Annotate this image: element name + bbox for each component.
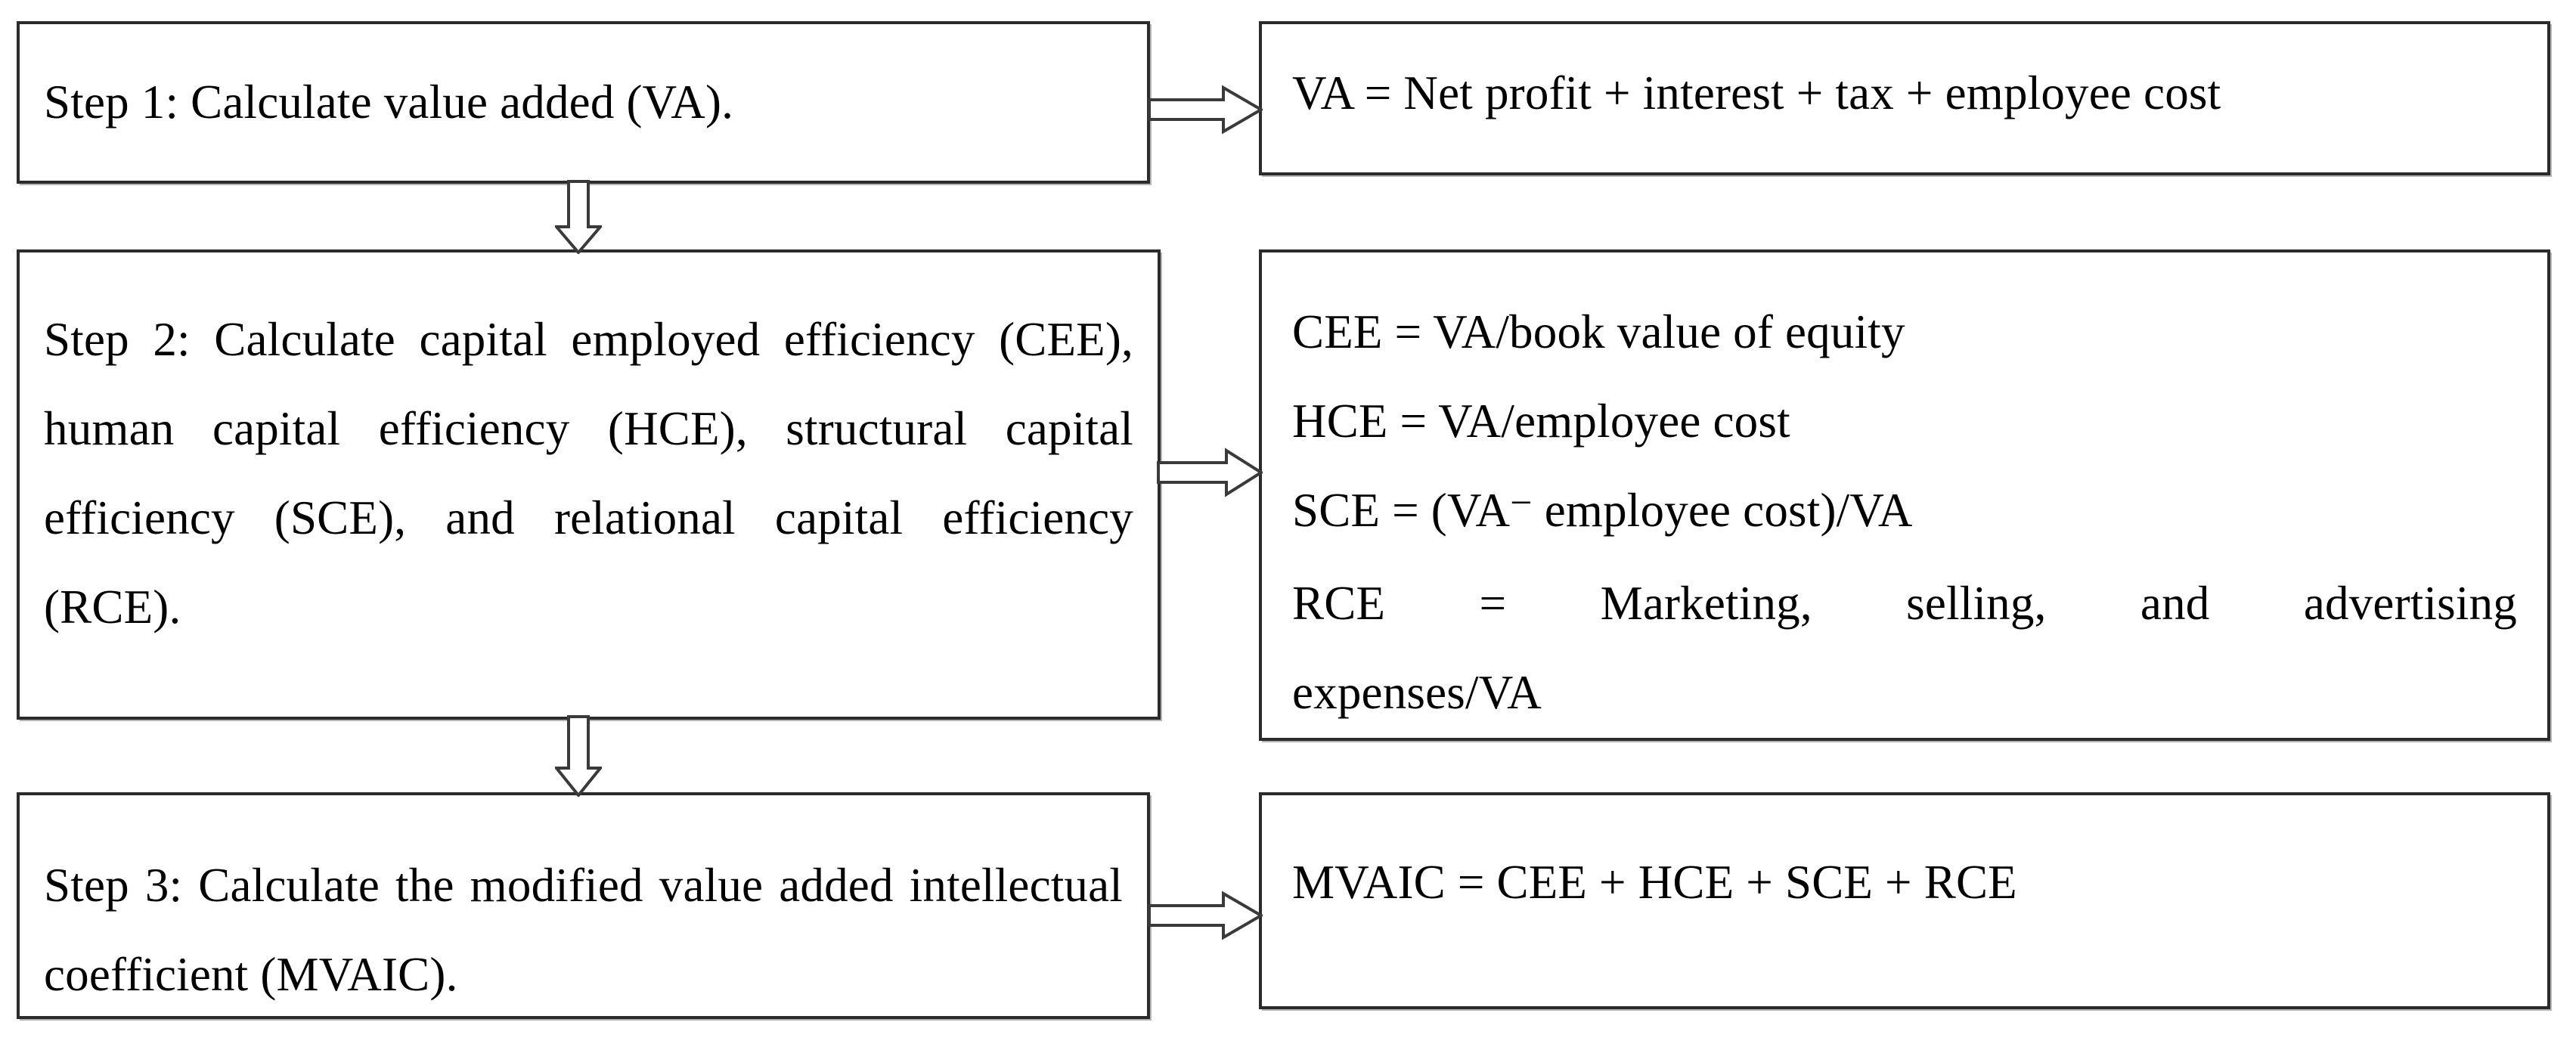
step-1-formula-text: VA = Net profit + interest + tax + emplo… — [1262, 48, 2547, 138]
step-2-formula-box: CEE = VA/book value of equity HCE = VA/e… — [1259, 249, 2550, 741]
down-arrow-icon-step1-step2 — [555, 180, 602, 254]
step-2-description-box: Step 2: Calculate capital employed effic… — [17, 249, 1161, 720]
formula-line-rce-cont: expenses/VA — [1292, 666, 1542, 719]
down-arrow-icon-step2-step3 — [555, 715, 602, 797]
sce-suffix: employee cost)/VA — [1532, 484, 1913, 537]
step-2-description-text: Step 2: Calculate capital employed effic… — [44, 313, 1133, 634]
step-3-description-box: Step 3: Calculate the modified value add… — [17, 792, 1150, 1019]
step-3-description-text: Step 3: Calculate the modified value add… — [44, 859, 1123, 1001]
sce-minus-sign: − — [1510, 482, 1533, 525]
step-1-description-box: Step 1: Calculate value added (VA). — [17, 21, 1150, 184]
formula-line-sce: SCE = (VA− employee cost)/VA — [1292, 466, 2517, 559]
step-1-formula-box: VA = Net profit + interest + tax + emplo… — [1259, 21, 2550, 175]
right-arrow-icon-step3 — [1148, 891, 1263, 940]
formula-line-rce: RCE = Marketing, selling, and advertisin… — [1292, 577, 2517, 630]
step-1-description-text: Step 1: Calculate value added (VA). — [44, 76, 734, 129]
right-arrow-icon-step2 — [1157, 448, 1263, 497]
formula-line-hce: HCE = VA/employee cost — [1292, 395, 1790, 448]
formula-line-mvaic: MVAIC = CEE + HCE + SCE + RCE — [1292, 856, 2017, 909]
formula-line-va: VA = Net profit + interest + tax + emplo… — [1292, 67, 2221, 119]
sce-prefix: SCE = (VA — [1292, 484, 1511, 537]
step-3-formula-box: MVAIC = CEE + HCE + SCE + RCE — [1259, 792, 2550, 1009]
step-2-formula-text: CEE = VA/book value of equity HCE = VA/e… — [1262, 287, 2547, 737]
step-3-formula-text: MVAIC = CEE + HCE + SCE + RCE — [1262, 838, 2547, 927]
right-arrow-icon-step1 — [1148, 85, 1263, 135]
formula-line-cee: CEE = VA/book value of equity — [1292, 305, 1905, 358]
